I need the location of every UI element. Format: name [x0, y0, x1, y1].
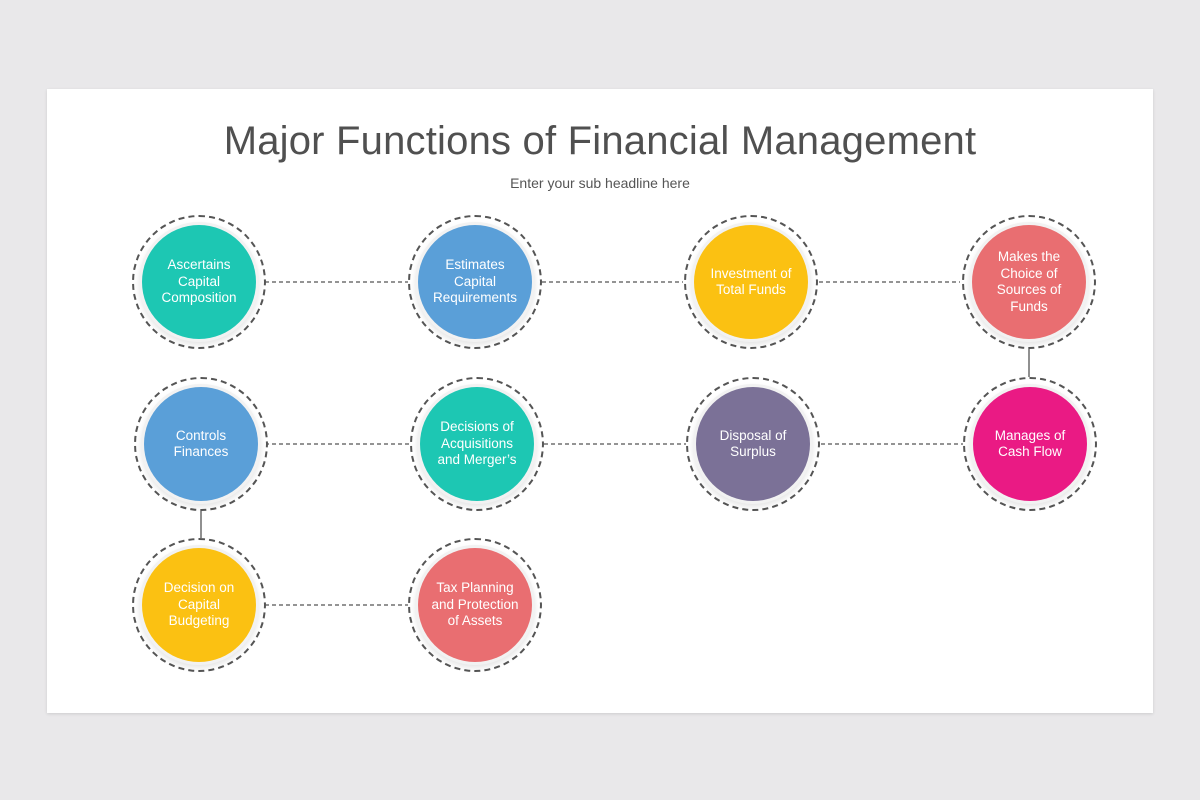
node-circle: Controls Finances — [144, 387, 258, 501]
connector-lines — [200, 281, 1030, 606]
node-circle: Decisions of Acquisitions and Merger’s — [420, 387, 534, 501]
node-label: Makes the Choice of Sources of Funds — [996, 249, 1062, 314]
node-estimates-capital-requirements: Estimates Capital Requirements — [408, 215, 542, 349]
node-label: Investment of Total Funds — [710, 265, 792, 298]
node-label: Estimates Capital Requirements — [432, 257, 518, 306]
node-circle: Makes the Choice of Sources of Funds — [972, 225, 1086, 339]
node-decision-on-capital-budgeting: Decision on Capital Budgeting — [132, 538, 266, 672]
node-circle: Tax Planning and Protection of Assets — [418, 548, 532, 662]
node-circle: Estimates Capital Requirements — [418, 225, 532, 339]
node-label: Disposal of Surplus — [719, 427, 787, 460]
node-label: Decisions of Acquisitions and Merger’s — [437, 419, 517, 468]
node-disposal-of-surplus: Disposal of Surplus — [686, 377, 820, 511]
node-circle: Decision on Capital Budgeting — [142, 548, 256, 662]
node-ascertains-capital-composition: Ascertains Capital Composition — [132, 215, 266, 349]
node-makes-choice-of-sources-of-funds: Makes the Choice of Sources of Funds — [962, 215, 1096, 349]
node-circle: Ascertains Capital Composition — [142, 225, 256, 339]
node-decisions-of-acquisitions: Decisions of Acquisitions and Merger’s — [410, 377, 544, 511]
node-investment-of-total-funds: Investment of Total Funds — [684, 215, 818, 349]
page-subtitle: Enter your sub headline here — [510, 175, 690, 191]
node-label: Controls Finances — [173, 427, 229, 460]
node-circle: Investment of Total Funds — [694, 225, 808, 339]
slide: Major Functions of Financial Management … — [47, 89, 1153, 713]
node-manages-cash-flow: Manages of Cash Flow — [963, 377, 1097, 511]
node-label: Ascertains Capital Composition — [161, 257, 237, 306]
page-title: Major Functions of Financial Management — [223, 119, 977, 163]
node-circle: Manages of Cash Flow — [973, 387, 1087, 501]
node-label: Tax Planning and Protection of Assets — [431, 580, 519, 629]
node-label: Decision on Capital Budgeting — [163, 580, 235, 629]
node-circle: Disposal of Surplus — [696, 387, 810, 501]
node-tax-planning: Tax Planning and Protection of Assets — [408, 538, 542, 672]
node-label: Manages of Cash Flow — [994, 427, 1066, 460]
node-controls-finances: Controls Finances — [134, 377, 268, 511]
